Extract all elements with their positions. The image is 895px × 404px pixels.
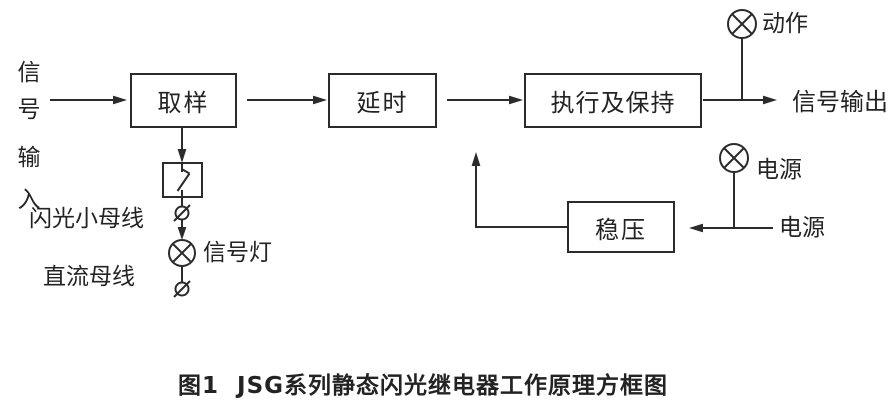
block-delay: 延时 [328, 73, 437, 128]
signal-input-char-4: 入 [17, 187, 41, 213]
arrow-sampling-to-delay [247, 95, 327, 105]
arrow-regulator-feedback [471, 152, 567, 228]
contact-switch-icon [162, 162, 203, 207]
action-lamp-label: 动作 [762, 11, 808, 37]
arrow-delay-to-execute [447, 95, 523, 105]
block-execute-hold: 执行及保持 [524, 73, 702, 128]
block-sampling: 取样 [130, 73, 237, 128]
signal-input-char-3: 输 [17, 145, 41, 171]
figure-caption: 图1 JSG系列静态闪光继电器工作原理方框图 [178, 373, 669, 399]
arrow-signal-input-to-sampling [50, 95, 127, 105]
power-lamp-icon [719, 143, 749, 228]
terminal-top-icon [173, 204, 191, 228]
block-regulator: 稳压 [567, 201, 675, 253]
terminal-bottom-icon [173, 280, 191, 298]
power-lamp-label: 电源 [756, 157, 802, 183]
signal-input-char-2: 号 [17, 97, 41, 123]
arrow-sampling-down [177, 128, 187, 163]
arrow-power-to-regulator [689, 223, 773, 233]
action-lamp-icon [727, 9, 757, 100]
power-source-label: 电源 [779, 215, 825, 241]
signal-lamp-label: 信号灯 [203, 240, 272, 266]
signal-input-char-1: 信 [17, 60, 41, 86]
flash-small-bus-label: 闪光小母线 [29, 206, 144, 232]
dc-bus-label: 直流母线 [43, 264, 135, 290]
signal-output-label: 信号输出 [792, 88, 888, 116]
signal-lamp-icon [168, 239, 196, 283]
arrow-into-signal-lamp [177, 227, 187, 240]
arrow-execute-to-signal-output [703, 95, 777, 105]
